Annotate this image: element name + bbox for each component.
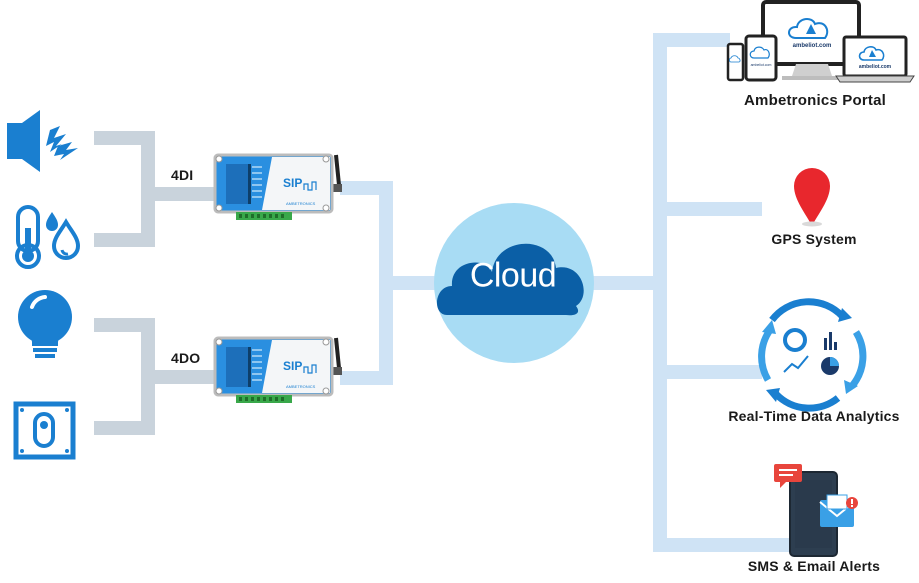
sip-device-brand: AMBETRONICS [286,384,316,389]
multi-device-screens-icon: ambeliot.com ambeliot.com ambeliot.com [726,0,915,83]
sip-device-title: SIP [283,176,302,190]
portal-tablet-text: ambeliot.com [751,63,772,67]
siren-speaker-icon [7,110,78,172]
output-bracket-line [94,318,155,435]
outputs-count-label: 4DO [171,350,201,366]
inputs-count-label: 4DI [171,167,194,183]
wall-switch-icon [13,401,76,460]
temperature-humidity-icon [15,205,81,269]
sip-device-title: SIP [283,359,302,373]
map-pin-icon [794,168,830,227]
cloud-label: Cloud [469,256,557,295]
portal-monitor-text: ambeliot.com [793,43,832,49]
portal-laptop-text: ambeliot.com [859,64,892,70]
sip-device-inputs: SIP AMBETRONICS [213,153,342,220]
phone-alerts-icon [774,464,858,557]
cloud-icon [434,203,594,363]
service-label-analytics: Real-Time Data Analytics [728,408,900,424]
analytics-cycle-icon [758,298,867,412]
service-label-alerts: SMS & Email Alerts [747,558,881,574]
input-bracket-line [94,131,155,247]
service-label-portal: Ambetronics Portal [744,92,886,109]
connector-lines [94,33,790,552]
light-bulb-icon [18,290,72,358]
sip-device-outputs: SIP AMBETRONICS [213,336,342,403]
service-label-gps: GPS System [771,231,857,247]
sip-device-brand: AMBETRONICS [286,201,316,206]
sip-bracket-line [340,181,393,385]
